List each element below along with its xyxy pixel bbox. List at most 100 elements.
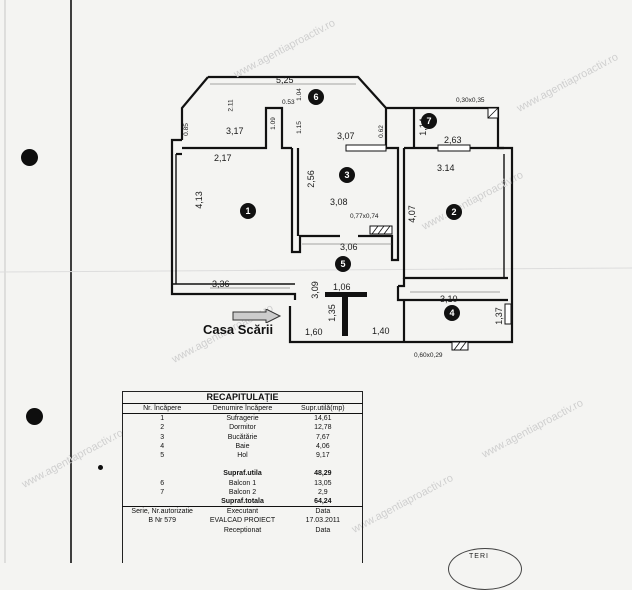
cell: 4,06 [316,442,330,450]
table-row: Receptionat Data [122,526,363,535]
col-header: Nr. încăpere [122,403,203,415]
stairs-label: Casa Scării [203,322,274,337]
recap-title: RECAPITULAȚIE [122,391,363,404]
cell: 14,61 [314,415,332,423]
window-marks [345,144,512,325]
dimension-label: 2,63 [444,135,462,145]
cell: B Nr 579 [148,517,176,525]
table-row: 2 Dormitor 12,78 [122,423,363,432]
punch-hole [21,149,38,166]
col-header: Supr.utilă(mp) [282,403,363,415]
dimension-label: 3.14 [437,163,455,173]
recap-table: RECAPITULAȚIE Nr. încăpere Denumire încă… [122,391,363,535]
floor-plan-drawing [0,0,632,563]
dimension-label: 4,13 [193,191,204,209]
table-row: Supraf.utila 48,29 [122,469,363,478]
cell: Supraf.totala [221,498,264,506]
cell: 9,17 [316,452,330,460]
room-badge-1: 1 [240,203,256,219]
dimension-lines [210,83,500,293]
cell: 13,05 [314,479,332,487]
cell: 4 [160,442,165,450]
room-badge-2: 2 [446,204,462,220]
arrow-right-icon [232,309,282,323]
dimension-label: 0.53 [282,99,295,106]
cell: 7 [160,488,165,496]
dimension-label: 3,08 [330,197,348,207]
cell: Bucătărie [227,433,258,441]
dimension-label: 3,06 [340,242,358,252]
cell: 17.03.2011 [305,517,341,525]
col-header: Denumire încăpere [202,403,283,415]
cell: Dormitor [229,424,256,432]
cell: Hol [237,452,248,460]
cell: Balcon 1 [228,479,257,487]
dimension-label: 3,10 [440,294,458,304]
table-row: 3 Bucătărie 7,67 [122,433,363,442]
table-row: B Nr 579 EVALCAD PROIECT 17.03.2011 [122,516,363,525]
outer-walls [170,75,514,344]
dimension-label: 3,09 [309,281,320,299]
dimension-label: 1,06 [333,282,351,292]
cell: 5 [160,452,165,460]
room-badge-3: 3 [339,167,355,183]
cell: Supraf.utila [223,470,262,478]
dimension-label: 0.85 [182,123,190,136]
dimension-label: 4,07 [406,205,417,223]
dimension-label: 1,40 [372,326,390,336]
dimension-label: 1.15 [295,121,303,134]
dimension-label: 2,17 [214,153,232,163]
fold-crease [0,267,632,273]
cell: Executant [202,506,283,517]
recap-header-row: Nr. încăpere Denumire încăpere Supr.util… [122,403,363,415]
cell: EVALCAD PROIECT [209,517,276,525]
cell: Baie [235,442,250,450]
dimension-label: 0,30x0,35 [456,97,485,104]
cell: 7,67 [316,433,330,441]
stamp: TERI [448,548,522,590]
dimension-label: 3,07 [337,131,355,141]
cell: 64,24 [314,498,332,506]
dimension-label: 3,17 [226,126,244,136]
room-badge-4: 4 [444,305,460,321]
cell: 3 [160,433,165,441]
dimension-label: 0,60x0,29 [414,352,443,359]
table-row: 4 Baie 4,06 [122,442,363,451]
room-badge-7: 7 [421,113,437,129]
cell: Receptionat [223,526,262,534]
table-row: 5 Hol 9,17 [122,451,363,460]
punch-mark [98,465,103,470]
cell: 12,78 [314,424,332,432]
cell: Data [315,526,331,534]
stamp-text: TERI [469,553,489,560]
dimension-label: 2.11 [227,99,235,112]
hatched-ducts [369,107,499,351]
dimension-label: 0.62 [377,125,385,138]
cell: Serie, Nr.autorizatie [122,506,203,517]
dimension-label: 1.09 [269,117,277,130]
dimension-label: 0,77x0,74 [350,213,379,220]
punch-hole [26,408,43,425]
dimension-label: 3,36 [212,279,230,289]
dimension-label: 5,25 [276,75,294,85]
cell: Data [282,506,363,517]
cell: 2 [160,424,165,432]
room-badge-6: 6 [308,89,324,105]
table-row: Supraf.totala 64,24 [122,497,363,507]
spacer-row [122,460,363,469]
cell: 2,9 [317,488,328,496]
cell: Sufragerie [226,415,259,423]
cell: 1 [160,415,165,423]
dimension-label: 1.04 [295,88,303,101]
table-row: 6 Balcon 1 13,05 [122,479,363,488]
cell: 48,29 [314,470,332,478]
dimension-label: 1,35 [326,304,337,322]
table-row: 1 Sufragerie 14,61 [122,414,363,424]
room-badge-5: 5 [335,256,351,272]
cell: 6 [160,479,165,487]
dimension-label: 1,60 [305,327,323,337]
dimension-label: 1,37 [493,307,504,325]
